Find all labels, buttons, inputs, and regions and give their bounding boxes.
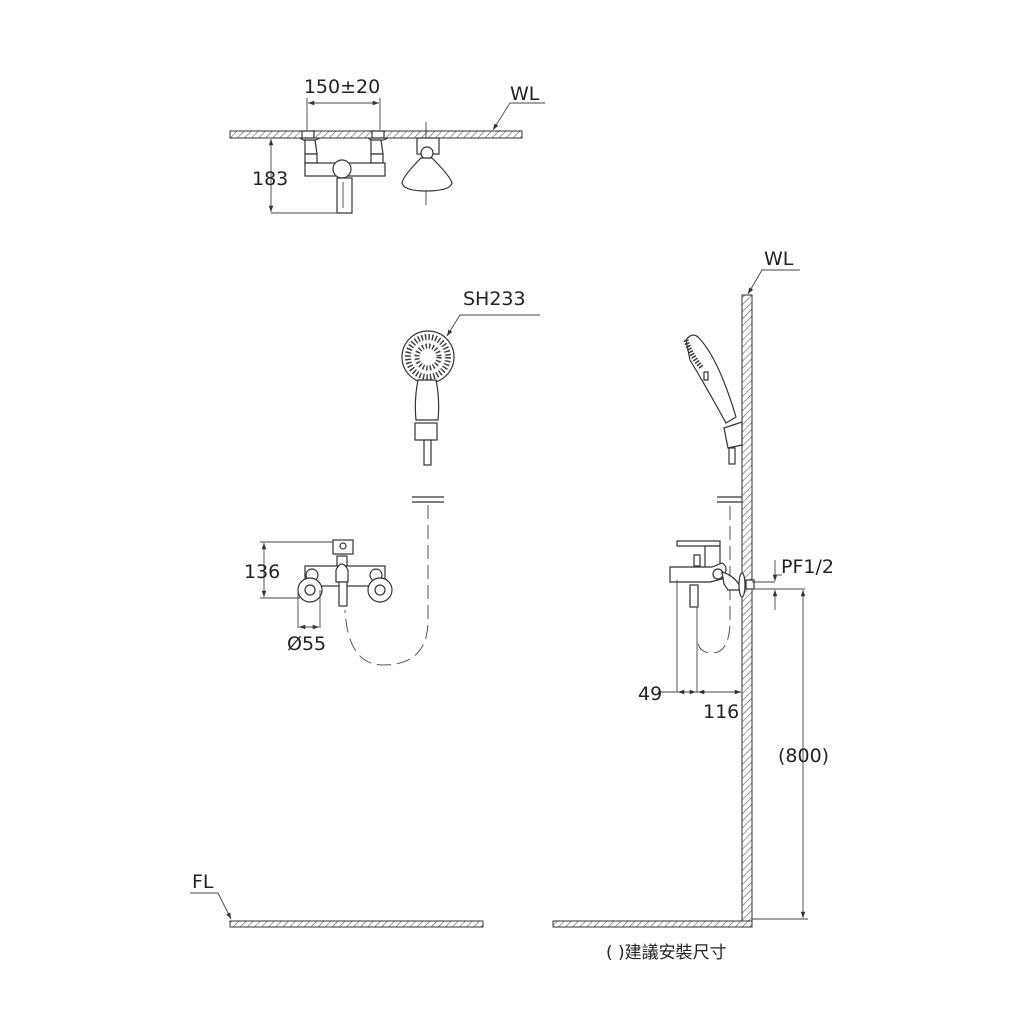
spout-plan — [336, 177, 353, 214]
nut-right — [370, 153, 384, 164]
height-label-front: 136 — [244, 561, 280, 583]
floor-slab-right — [552, 920, 753, 928]
shower-holder-side — [723, 421, 743, 449]
shower-model-label: SH233 — [463, 288, 526, 310]
side-view: WL FL PF1/2 (800) — [190, 248, 834, 928]
projection-label: 116 — [703, 701, 739, 723]
hose-front — [344, 505, 429, 666]
floor-label: FL — [192, 871, 214, 893]
nut-left — [304, 153, 318, 164]
fl-leader — [190, 892, 232, 920]
eccentric-unions — [304, 139, 384, 155]
lever-side — [676, 540, 721, 547]
wl-label-side: WL — [764, 248, 794, 270]
depth-label: 183 — [252, 168, 288, 190]
floor-slab-left — [229, 920, 484, 928]
recommended-dimension-note: ( )建議安裝尺寸 — [606, 943, 727, 963]
diameter-label: Ø55 — [287, 633, 326, 655]
wl-leader-side — [747, 269, 800, 295]
pipe-thread-label: PF1/2 — [781, 556, 834, 578]
wl-label-plan: WL — [510, 83, 540, 105]
sh233-leader — [446, 314, 540, 337]
spacing-label: 150±20 — [304, 76, 380, 98]
escutcheon-left — [297, 577, 323, 603]
hose-side — [697, 506, 731, 654]
diverter — [335, 563, 349, 583]
inlet-fittings — [301, 130, 385, 139]
escutcheon-right — [367, 577, 393, 603]
wl-leader — [492, 102, 545, 131]
hose-outlet — [338, 581, 348, 607]
shower-head-plan — [401, 157, 453, 192]
lever-front — [332, 539, 354, 555]
front-view: SH233 136 Ø55 — [244, 288, 540, 666]
connector-side — [721, 571, 743, 591]
mount-height-label: (800) — [778, 745, 829, 767]
hand-shower-handle — [414, 379, 440, 421]
escutcheon-side — [738, 572, 746, 598]
shower-holder-front — [414, 422, 438, 441]
handle-hub-plan — [332, 159, 352, 179]
hand-shower-side — [685, 334, 737, 424]
spout-offset-label: 49 — [638, 683, 662, 705]
outlet-side — [689, 584, 699, 608]
hose-connector — [423, 439, 432, 466]
faucet-body-side — [669, 562, 727, 583]
wall-slab-side — [741, 294, 753, 922]
plan-view: WL 150±20 183 — [229, 76, 545, 214]
